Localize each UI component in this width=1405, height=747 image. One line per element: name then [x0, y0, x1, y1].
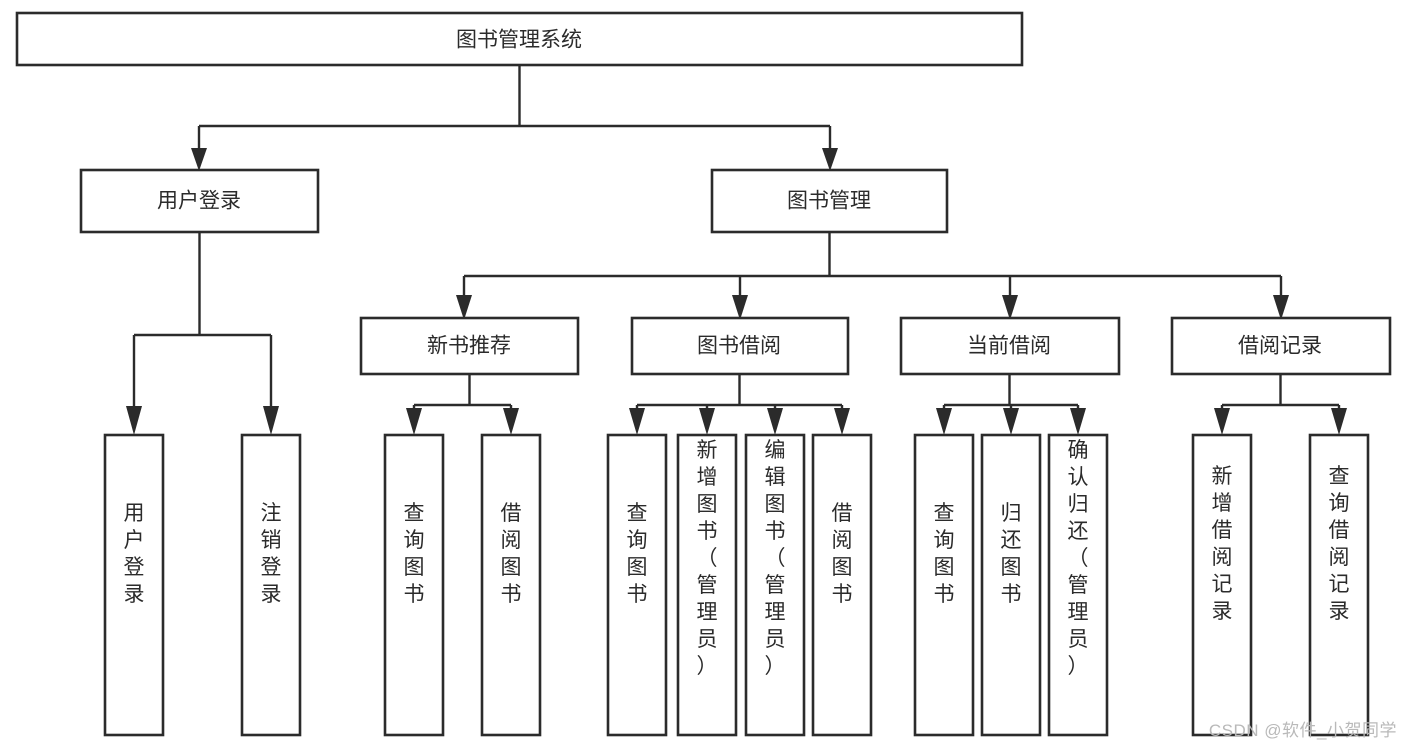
node-leaf-borrow-book-1-label: 借阅图书: [501, 502, 522, 606]
node-leaf-add-book-box[interactable]: [676, 433, 738, 737]
arrow-to-leaf-user-login: [126, 406, 142, 435]
node-leaf-borrow-book-2[interactable]: 借阅图书: [811, 433, 873, 737]
node-current-borrow-label: 当前借阅: [967, 335, 1051, 358]
node-root-box[interactable]: [15, 11, 1024, 67]
arrow-to-leaf-add-record: [1214, 408, 1230, 435]
node-leaf-borrow-book-2-box[interactable]: [811, 433, 873, 737]
node-leaf-borrow-book-2-label: 借阅图书: [832, 502, 853, 606]
node-book-management[interactable]: 图书管理: [710, 168, 949, 234]
node-book-borrow-label: 图书借阅: [697, 335, 781, 358]
node-leaf-logout-login-box[interactable]: [240, 433, 302, 737]
arrow-to-new-book-recommend: [456, 295, 472, 320]
node-leaf-borrow-book-1[interactable]: 借阅图书: [480, 433, 542, 737]
arrow-to-leaf-add-book: [699, 408, 715, 435]
arrow-to-current-borrow: [1002, 295, 1018, 320]
node-leaf-query-book-2-box[interactable]: [606, 433, 668, 737]
node-borrow-record-label: 借阅记录: [1238, 335, 1322, 358]
node-leaf-confirm-return-label: 确认归还（管理员）: [1068, 439, 1089, 678]
node-new-book-recommend[interactable]: 新书推荐: [359, 316, 580, 376]
node-leaf-logout-login-label: 注销登录: [261, 502, 282, 606]
node-leaf-logout-login[interactable]: 注销登录: [240, 433, 302, 737]
node-leaf-query-book-3[interactable]: 查询图书: [913, 433, 975, 737]
node-leaf-add-book-label: 新增图书（管理员）: [697, 439, 718, 678]
node-leaf-edit-book-label: 编辑图书（管理员）: [765, 439, 786, 678]
node-leaf-query-book-3-label: 查询图书: [934, 502, 955, 606]
node-current-borrow[interactable]: 当前借阅: [899, 316, 1121, 376]
node-book-management-label: 图书管理: [787, 190, 871, 213]
node-leaf-add-book[interactable]: 新增图书（管理员）: [676, 433, 738, 737]
arrow-to-leaf-edit-book: [767, 408, 783, 435]
arrow-to-leaf-confirm-return: [1070, 408, 1086, 435]
node-leaf-query-book-1-box[interactable]: [383, 433, 445, 737]
node-root-label: 图书管理系统: [456, 29, 582, 52]
node-user-login-box[interactable]: [79, 168, 320, 234]
node-root[interactable]: 图书管理系统: [15, 11, 1024, 67]
node-leaf-query-book-2[interactable]: 查询图书: [606, 433, 668, 737]
node-leaf-user-login[interactable]: 用户登录: [103, 433, 165, 737]
node-leaf-add-record-label: 新增借阅记录: [1212, 465, 1233, 623]
node-leaf-query-book-1[interactable]: 查询图书: [383, 433, 445, 737]
node-book-management-box[interactable]: [710, 168, 949, 234]
node-book-borrow-box[interactable]: [630, 316, 850, 376]
node-leaf-query-record-box[interactable]: [1308, 433, 1370, 737]
arrow-to-user-login: [191, 148, 207, 171]
node-leaf-edit-book[interactable]: 编辑图书（管理员）: [744, 433, 806, 737]
node-leaf-query-book-3-box[interactable]: [913, 433, 975, 737]
arrow-to-leaf-query-book-1: [406, 408, 422, 435]
node-leaf-user-login-box[interactable]: [103, 433, 165, 737]
node-leaf-borrow-book-1-box[interactable]: [480, 433, 542, 737]
node-leaf-query-book-2-label: 查询图书: [627, 502, 648, 606]
node-leaf-query-record-label: 查询借阅记录: [1329, 465, 1350, 623]
node-new-book-recommend-label: 新书推荐: [427, 335, 511, 358]
node-user-login-label: 用户登录: [157, 190, 241, 213]
node-leaf-query-book-1-label: 查询图书: [404, 502, 425, 606]
arrow-to-leaf-return-book: [1003, 408, 1019, 435]
arrow-to-leaf-query-book-3: [936, 408, 952, 435]
arrow-to-book-management: [822, 148, 838, 171]
node-user-login[interactable]: 用户登录: [79, 168, 320, 234]
arrow-to-leaf-logout-login: [263, 406, 279, 435]
node-leaf-edit-book-box[interactable]: [744, 433, 806, 737]
arrow-to-leaf-borrow-book-2: [834, 408, 850, 435]
node-leaf-add-record-box[interactable]: [1191, 433, 1253, 737]
node-leaf-return-book[interactable]: 归还图书: [980, 433, 1042, 737]
node-borrow-record-box[interactable]: [1170, 316, 1392, 376]
node-new-book-recommend-box[interactable]: [359, 316, 580, 376]
node-leaf-return-book-box[interactable]: [980, 433, 1042, 737]
node-current-borrow-box[interactable]: [899, 316, 1121, 376]
node-leaf-query-record[interactable]: 查询借阅记录: [1308, 433, 1370, 737]
arrow-to-leaf-query-record: [1331, 408, 1347, 435]
arrow-to-leaf-borrow-book-1: [503, 408, 519, 435]
node-leaf-return-book-label: 归还图书: [1001, 502, 1022, 606]
node-leaf-confirm-return[interactable]: 确认归还（管理员）: [1047, 433, 1109, 737]
node-borrow-record[interactable]: 借阅记录: [1170, 316, 1392, 376]
connector-layer: [126, 65, 1347, 435]
arrow-to-leaf-query-book-2: [629, 408, 645, 435]
arrow-to-borrow-record: [1273, 295, 1289, 320]
arrow-to-book-borrow: [732, 295, 748, 320]
csdn-watermark: CSDN @软件_小贺同学: [1208, 721, 1397, 740]
node-leaf-confirm-return-box[interactable]: [1047, 433, 1109, 737]
node-leaf-add-record[interactable]: 新增借阅记录: [1191, 433, 1253, 737]
node-leaf-user-login-label: 用户登录: [124, 502, 145, 606]
node-book-borrow[interactable]: 图书借阅: [630, 316, 850, 376]
